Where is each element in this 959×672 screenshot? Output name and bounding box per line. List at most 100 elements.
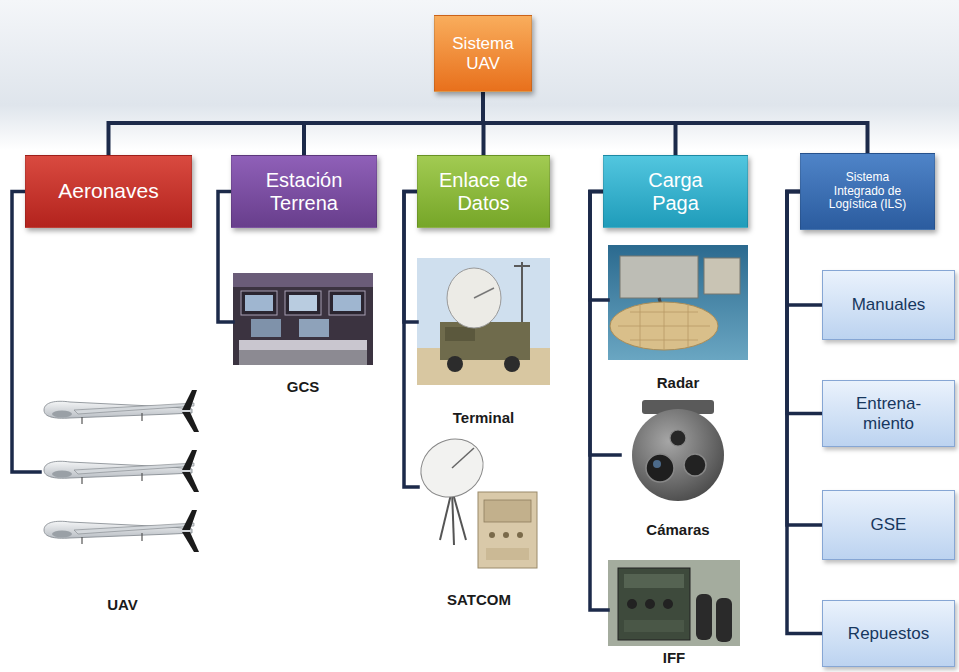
ground-station-picture	[289, 295, 317, 311]
box-label: Aeronaves	[58, 179, 158, 203]
logistics-box: Repuestos	[822, 600, 955, 667]
box-label: Sistema UAV	[443, 34, 523, 73]
radar-picture	[620, 256, 698, 298]
box-label: Entrena- miento	[849, 394, 929, 433]
category-box: Enlace de Datos	[417, 155, 550, 228]
ground-station-picture	[241, 291, 277, 315]
terminal-picture	[521, 262, 523, 330]
logistics-box: Entrena- miento	[822, 380, 955, 447]
terminal-picture	[447, 268, 501, 328]
connector	[787, 192, 822, 634]
ground-station-picture	[233, 273, 373, 365]
drone-picture	[44, 390, 199, 552]
box-label: Estación Terrena	[241, 169, 367, 215]
terminal-picture	[417, 258, 550, 385]
category-box: Estación Terrena	[231, 155, 377, 228]
radar-picture	[704, 258, 740, 294]
connector	[12, 192, 40, 473]
satcom-picture	[517, 532, 523, 538]
drone-picture	[44, 510, 199, 552]
box-label: Carga Paga	[641, 169, 711, 215]
camera-picture	[632, 409, 724, 501]
camera-picture	[653, 460, 661, 468]
connector	[787, 192, 822, 526]
radar-picture	[610, 302, 718, 350]
terminal-picture	[474, 288, 494, 298]
iff-picture	[624, 574, 684, 588]
box-label: Enlace de Datos	[429, 169, 539, 215]
camera-picture	[646, 454, 674, 482]
iff-picture	[608, 560, 740, 646]
terminal-picture	[504, 356, 520, 372]
terminal-picture	[440, 322, 530, 360]
camera-picture	[632, 400, 724, 501]
satcom-picture	[478, 492, 537, 568]
iff-picture	[716, 598, 732, 642]
connector	[590, 192, 608, 611]
picture-node: Radar	[608, 243, 748, 391]
picture-caption: Terminal	[453, 409, 514, 426]
satcom-picture	[452, 448, 474, 468]
satcom-picture	[452, 490, 454, 545]
ground-station-picture	[233, 273, 373, 365]
picture-node: Cámaras	[620, 398, 736, 538]
connector	[590, 192, 620, 456]
iff-picture	[663, 599, 673, 609]
logistics-box: GSE	[822, 490, 955, 560]
ground-station-picture	[251, 319, 281, 337]
picture-node: Terminal	[417, 258, 550, 426]
satcom-picture	[489, 532, 495, 538]
header-band	[0, 0, 959, 150]
picture-caption: Cámaras	[646, 521, 709, 538]
category-box: Carga Paga	[603, 155, 748, 228]
box-label: Sistema Integrado de Logística (ILS)	[822, 171, 914, 212]
iff-picture	[645, 599, 655, 609]
iff-picture	[618, 568, 690, 640]
terminal-picture	[445, 327, 475, 341]
picture-caption: IFF	[663, 649, 686, 666]
category-box: Sistema Integrado de Logística (ILS)	[800, 153, 935, 230]
terminal-picture	[514, 265, 530, 267]
connector	[404, 192, 417, 323]
picture-caption: GCS	[287, 378, 320, 395]
satcom-picture	[486, 548, 529, 560]
iff-picture	[608, 560, 740, 646]
box-label: Manuales	[852, 295, 926, 315]
picture-node: GCS	[233, 273, 373, 395]
iff-picture	[624, 620, 684, 632]
terminal-picture	[417, 258, 550, 385]
drone-picture	[44, 450, 199, 492]
ground-station-picture	[299, 319, 329, 337]
category-box: Aeronaves	[25, 155, 192, 228]
iff-picture	[627, 599, 637, 609]
drone-picture	[44, 390, 199, 432]
ground-station-picture	[239, 340, 367, 350]
satcom-picture	[484, 500, 531, 522]
connector	[404, 192, 418, 488]
ground-station-picture	[333, 295, 361, 311]
radar-picture	[608, 245, 748, 360]
radar-picture	[618, 302, 710, 350]
ground-station-picture	[245, 295, 273, 311]
iff-picture	[696, 594, 712, 640]
root-box: Sistema UAV	[434, 15, 532, 92]
box-label: Repuestos	[848, 624, 929, 644]
logistics-box: Manuales	[822, 270, 955, 340]
ground-station-picture	[285, 291, 321, 315]
satcom-picture	[503, 532, 509, 538]
picture-node: SATCOM	[418, 433, 540, 608]
connector	[483, 92, 868, 153]
picture-caption: UAV	[107, 596, 138, 613]
ground-station-picture	[233, 273, 373, 287]
picture-node: IFF	[608, 560, 740, 666]
terminal-picture	[447, 356, 463, 372]
ground-station-picture	[239, 350, 367, 365]
connector	[304, 92, 483, 155]
ground-station-picture	[329, 291, 365, 315]
camera-picture	[684, 454, 706, 476]
connector	[109, 92, 484, 155]
box-label: GSE	[871, 515, 907, 535]
